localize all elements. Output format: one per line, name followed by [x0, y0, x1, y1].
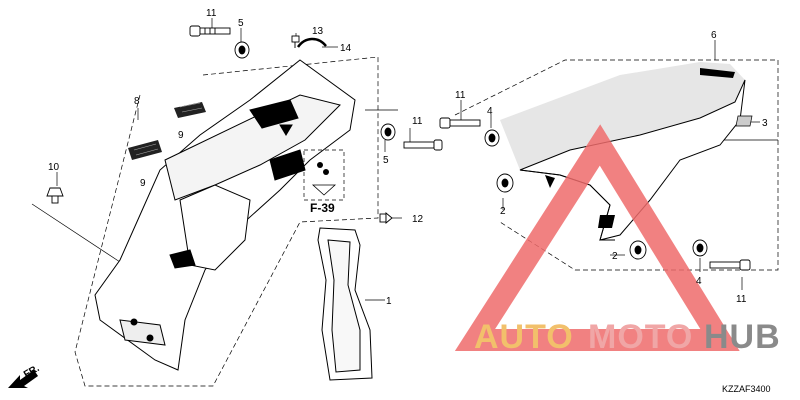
callout-11: 11: [412, 116, 423, 127]
callout-9: 9: [178, 130, 184, 141]
clamp-14: [296, 37, 327, 48]
callout-4: 4: [696, 276, 702, 287]
watermark: AUTO MOTO HUB: [454, 124, 781, 356]
direction-label: FR.: [22, 363, 42, 381]
washer-4-lower: [692, 239, 708, 257]
bolt-11-rear-bottom: [709, 259, 751, 271]
rear-fender-6: [500, 62, 746, 241]
pad-9-lower: [128, 140, 162, 160]
callout-11: 11: [455, 90, 466, 101]
callout-14: 14: [340, 43, 352, 54]
callout-1: 1: [386, 296, 392, 307]
group-outlines: [74, 56, 779, 387]
callout-10: 10: [48, 162, 60, 173]
callout-8: 8: [134, 96, 140, 107]
collar-5-mid: [380, 123, 396, 141]
callout-2: 2: [500, 206, 506, 217]
inner-fender-8: [94, 59, 356, 371]
callout-6: 6: [711, 30, 717, 41]
label-3: [735, 115, 753, 127]
front-direction-arrow: FR.: [8, 363, 42, 388]
inner-group-outline: [202, 56, 379, 223]
screw-13: [291, 35, 300, 48]
callout-5: 5: [383, 155, 389, 166]
diagram-code: KZZAF3400: [722, 384, 771, 394]
watermark-hub: HUB: [704, 318, 781, 356]
collar-2-upper: [496, 173, 514, 193]
page-reference: F-39: [310, 201, 335, 215]
bolt-12: [379, 212, 393, 224]
callout-3: 3: [762, 118, 768, 129]
bolt-11-top: [189, 25, 231, 37]
callout-2: 2: [612, 251, 618, 262]
callout-11: 11: [206, 8, 217, 19]
watermark-auto: AUTO: [474, 318, 574, 356]
callout-9: 9: [140, 178, 146, 189]
bolt-10: [46, 187, 64, 204]
arrow-icon: [8, 370, 38, 388]
callout-5: 5: [238, 18, 244, 29]
bolt-11-mid: [403, 139, 443, 151]
callout-numbers: 11 5 13 14 8 9 9 10 11 5 12 1 6 11 4 3 2…: [48, 8, 768, 307]
leader-lines: [31, 18, 778, 301]
collar-2-lower: [629, 240, 647, 260]
callout-11: 11: [736, 294, 747, 305]
bolt-11-rear-top: [439, 117, 481, 129]
watermark-triangle: [454, 124, 740, 351]
pad-9-upper: [174, 102, 206, 118]
rear-fender-group-outline: [454, 59, 779, 271]
washer-4-top: [484, 129, 500, 147]
callout-13: 13: [312, 26, 324, 37]
callout-12: 12: [412, 214, 424, 225]
callout-4: 4: [487, 106, 493, 117]
collar-5: [234, 41, 250, 59]
page-reference-box: [303, 149, 345, 201]
watermark-moto: MOTO: [588, 318, 693, 356]
outer-group-outline: [74, 94, 301, 387]
mudflap-1: [317, 227, 373, 381]
